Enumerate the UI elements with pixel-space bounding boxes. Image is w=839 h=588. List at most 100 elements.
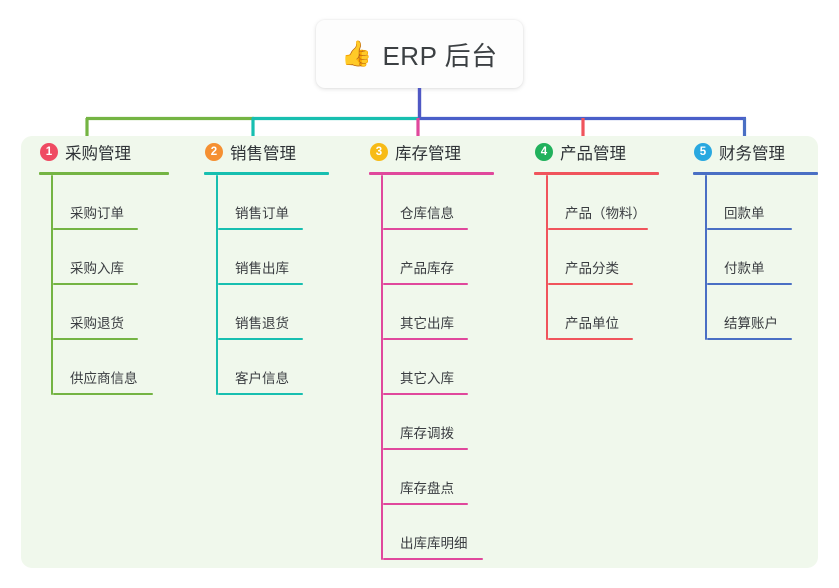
list-item[interactable]: 客户信息: [218, 340, 369, 395]
module-stem-inventory: [381, 175, 383, 560]
item-underline: [218, 393, 303, 395]
module-header-finance[interactable]: 5 财务管理: [693, 136, 839, 168]
item-underline: [383, 558, 483, 560]
item-underline: [707, 338, 792, 340]
module-badge-4: 4: [535, 143, 553, 161]
item-label: 产品分类: [565, 260, 619, 276]
module-underline-purchasing: [39, 172, 169, 175]
module-title-purchasing: 采购管理: [65, 145, 131, 163]
module-column-inventory: 3 库存管理 仓库信息 产品库存 其它出库 其它入库: [369, 136, 534, 560]
list-item[interactable]: 结算账户: [707, 285, 839, 340]
item-label: 出库库明细: [400, 535, 468, 551]
item-label: 客户信息: [235, 370, 289, 386]
item-label: 结算账户: [724, 315, 778, 331]
item-label: 回款单: [724, 205, 765, 221]
module-items-product: 产品（物料） 产品分类 产品单位: [534, 175, 699, 340]
module-header-product[interactable]: 4 产品管理: [534, 136, 699, 168]
module-badge-5: 5: [694, 143, 712, 161]
list-item[interactable]: 销售退货: [218, 285, 369, 340]
list-item[interactable]: 其它出库: [383, 285, 534, 340]
item-label: 产品单位: [565, 315, 619, 331]
list-item[interactable]: 销售订单: [218, 175, 369, 230]
item-label: 其它出库: [400, 315, 454, 331]
list-item[interactable]: 付款单: [707, 230, 839, 285]
item-label: 采购订单: [70, 205, 124, 221]
item-label: 销售订单: [235, 205, 289, 221]
item-underline: [707, 283, 792, 285]
item-underline: [383, 228, 468, 230]
list-item[interactable]: 供应商信息: [53, 340, 204, 395]
list-item[interactable]: 采购退货: [53, 285, 204, 340]
item-underline: [383, 393, 468, 395]
module-stem-sales: [216, 175, 218, 395]
module-title-sales: 销售管理: [230, 145, 296, 163]
item-underline: [548, 228, 648, 230]
module-items-purchasing: 采购订单 采购入库 采购退货 供应商信息: [39, 175, 204, 395]
list-item[interactable]: 采购入库: [53, 230, 204, 285]
module-underline-product: [534, 172, 659, 175]
list-item[interactable]: 产品分类: [548, 230, 699, 285]
item-underline: [53, 338, 138, 340]
item-underline: [548, 338, 633, 340]
item-label: 仓库信息: [400, 205, 454, 221]
item-underline: [53, 228, 138, 230]
module-items-sales: 销售订单 销售出库 销售退货 客户信息: [204, 175, 369, 395]
module-header-inventory[interactable]: 3 库存管理: [369, 136, 534, 168]
item-label: 产品库存: [400, 260, 454, 276]
module-stem-finance: [705, 175, 707, 340]
module-column-sales: 2 销售管理 销售订单 销售出库 销售退货 客户信息: [204, 136, 369, 395]
list-item[interactable]: 回款单: [707, 175, 839, 230]
item-underline: [53, 283, 138, 285]
item-label: 采购退货: [70, 315, 124, 331]
module-underline-inventory: [369, 172, 494, 175]
list-item[interactable]: 产品（物料）: [548, 175, 699, 230]
item-underline: [383, 448, 468, 450]
item-underline: [218, 338, 303, 340]
item-label: 付款单: [724, 260, 765, 276]
list-item[interactable]: 库存盘点: [383, 450, 534, 505]
module-title-inventory: 库存管理: [395, 145, 461, 163]
module-items-finance: 回款单 付款单 结算账户: [693, 175, 839, 340]
item-underline: [548, 283, 633, 285]
item-underline: [218, 228, 303, 230]
list-item[interactable]: 仓库信息: [383, 175, 534, 230]
module-column-purchasing: 1 采购管理 采购订单 采购入库 采购退货 供应商信: [39, 136, 204, 395]
item-underline: [218, 283, 303, 285]
root-node-erp-backend[interactable]: 👍 ERP 后台: [316, 20, 523, 88]
item-underline: [707, 228, 792, 230]
module-column-finance: 5 财务管理 回款单 付款单 结算账户: [693, 136, 839, 340]
root-node-title: ERP 后台: [382, 40, 498, 71]
item-underline: [53, 393, 153, 395]
module-header-sales[interactable]: 2 销售管理: [204, 136, 369, 168]
item-label: 供应商信息: [70, 370, 138, 386]
module-badge-3: 3: [370, 143, 388, 161]
list-item[interactable]: 库存调拨: [383, 395, 534, 450]
item-underline: [383, 283, 468, 285]
module-underline-sales: [204, 172, 329, 175]
list-item[interactable]: 销售出库: [218, 230, 369, 285]
list-item[interactable]: 产品单位: [548, 285, 699, 340]
list-item[interactable]: 产品库存: [383, 230, 534, 285]
item-underline: [383, 338, 468, 340]
module-title-product: 产品管理: [560, 145, 626, 163]
module-title-finance: 财务管理: [719, 145, 785, 163]
thumbs-up-icon: 👍: [341, 39, 373, 68]
list-item[interactable]: 采购订单: [53, 175, 204, 230]
module-stem-purchasing: [51, 175, 53, 395]
list-item[interactable]: 其它入库: [383, 340, 534, 395]
module-underline-finance: [693, 172, 818, 175]
item-label: 库存盘点: [400, 480, 454, 496]
item-underline: [383, 503, 468, 505]
module-header-purchasing[interactable]: 1 采购管理: [39, 136, 204, 168]
item-label: 采购入库: [70, 260, 124, 276]
list-item[interactable]: 出库库明细: [383, 505, 534, 560]
item-label: 产品（物料）: [565, 205, 646, 221]
item-label: 销售出库: [235, 260, 289, 276]
item-label: 销售退货: [235, 315, 289, 331]
module-items-inventory: 仓库信息 产品库存 其它出库 其它入库 库存调拨: [369, 175, 534, 560]
module-stem-product: [546, 175, 548, 340]
module-columns: 1 采购管理 采购订单 采购入库 采购退货 供应商信: [21, 136, 818, 568]
item-label: 库存调拨: [400, 425, 454, 441]
item-label: 其它入库: [400, 370, 454, 386]
